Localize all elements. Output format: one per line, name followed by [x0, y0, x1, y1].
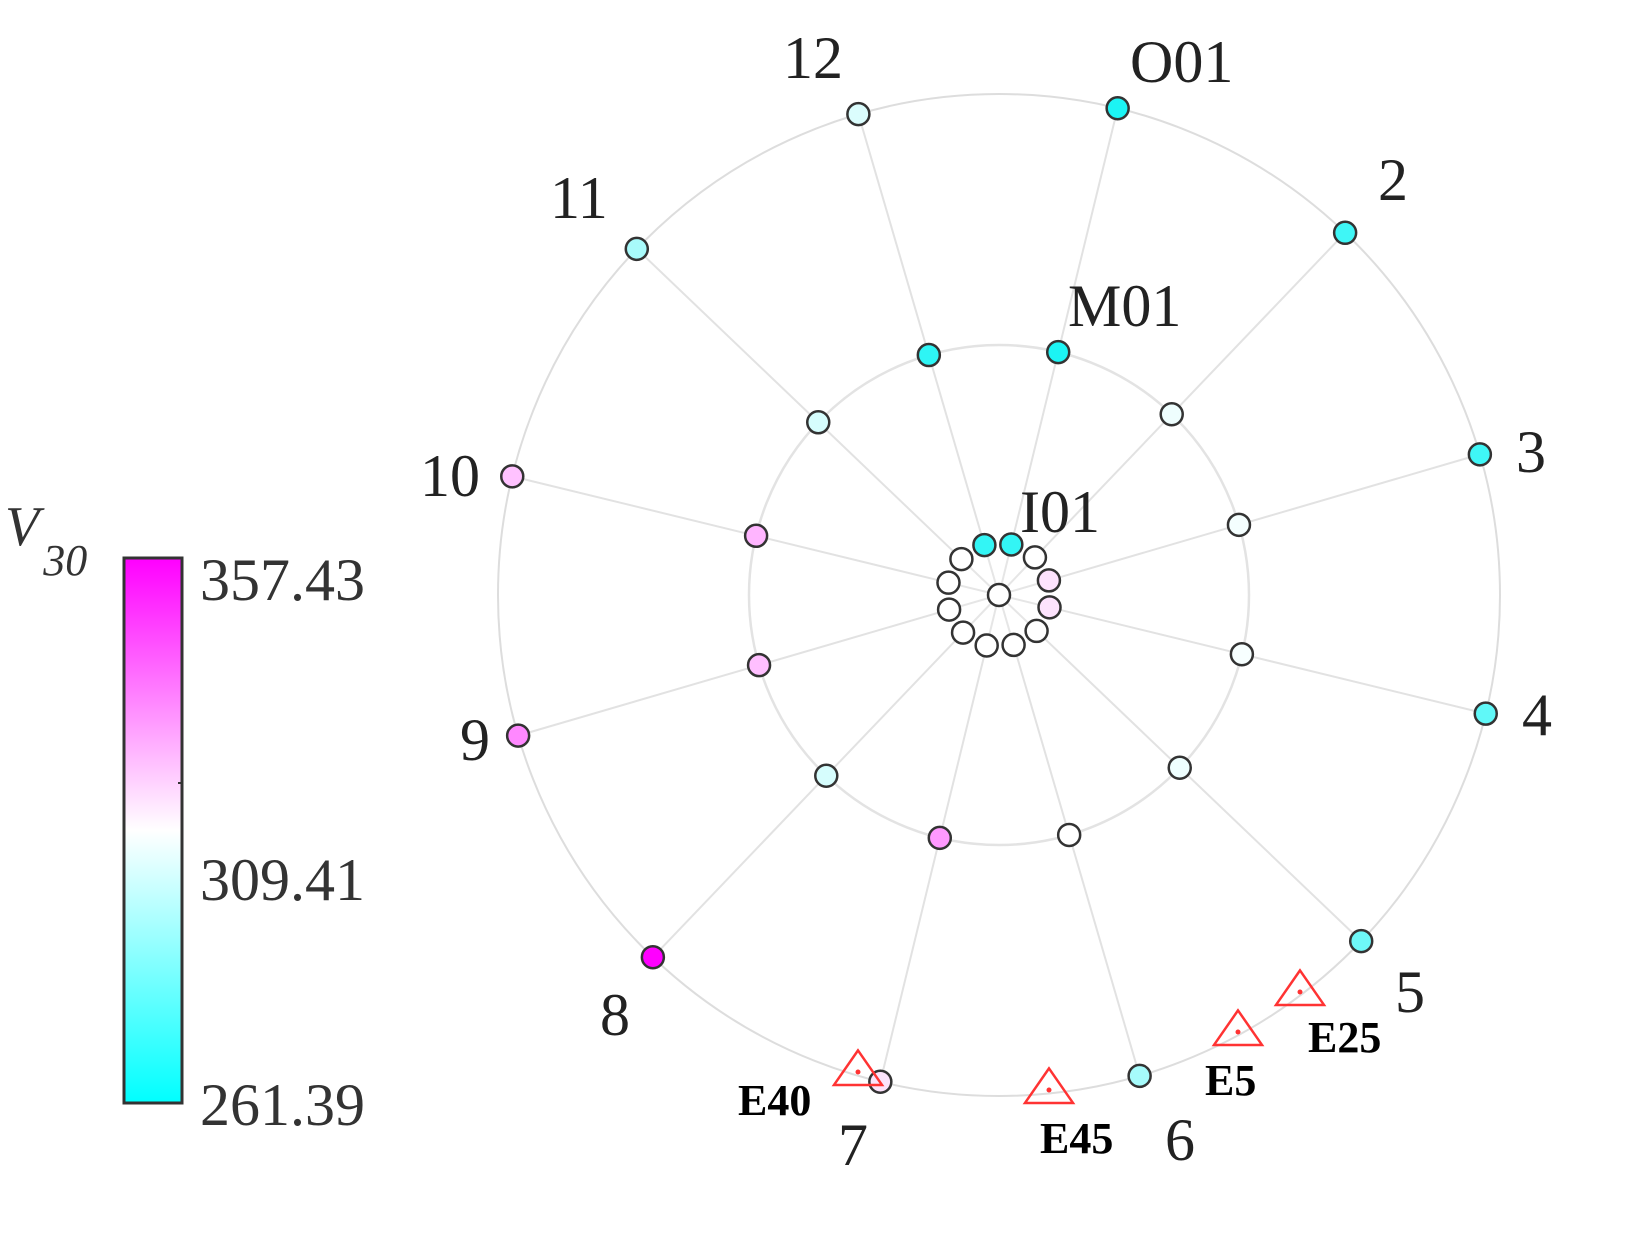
spoke-middle: [927, 354, 986, 546]
nodes-layer: [500, 96, 1498, 1094]
event-marker-icon[interactable]: [1022, 1066, 1076, 1105]
spoke-outer: [879, 837, 941, 1082]
middle-node-m06[interactable]: [1056, 822, 1082, 848]
inner-node-i09[interactable]: [936, 597, 962, 622]
spoke-label-12: 12: [783, 25, 843, 91]
spoke-outer: [857, 113, 930, 356]
inner-node-i03[interactable]: [1036, 568, 1062, 593]
spoke-middle: [938, 645, 988, 839]
spoke-label-4: 4: [1522, 682, 1552, 748]
spoke-outer: [1170, 232, 1346, 415]
spoke-middle: [1034, 413, 1173, 559]
middle-ring: [747, 343, 1251, 847]
spoke-outer: [1179, 766, 1362, 942]
event-label-e25: E25: [1308, 1013, 1381, 1062]
spoke-middle: [1012, 644, 1071, 836]
spoke-middle: [1048, 523, 1240, 582]
outer-node-o04[interactable]: [1473, 701, 1498, 726]
outer-node-o09[interactable]: [505, 723, 531, 748]
spoke-outer: [512, 475, 757, 537]
inner-node-i07[interactable]: [974, 633, 999, 658]
spoke-label-6: 6: [1165, 1107, 1195, 1173]
inner-node-i11[interactable]: [949, 546, 974, 572]
inner-node-i12[interactable]: [972, 532, 997, 558]
spoke-outer: [1238, 453, 1481, 526]
outer-node-o12[interactable]: [846, 101, 871, 127]
inner-ring-label: I01: [1020, 479, 1100, 545]
middle-node-m03[interactable]: [1226, 512, 1252, 538]
spoke-outer: [1057, 108, 1119, 353]
outer-node-o01[interactable]: [1105, 96, 1130, 121]
event-label-e5: E5: [1205, 1056, 1256, 1105]
outer-node-o02[interactable]: [1332, 220, 1358, 246]
spoke-middle: [817, 421, 963, 560]
middle-node-m04[interactable]: [1229, 641, 1255, 667]
event-marker-icon[interactable]: [1273, 968, 1327, 1007]
event-label-e45: E45: [1040, 1114, 1113, 1163]
outer-ring: [497, 93, 1501, 1097]
middle-node-m02[interactable]: [1159, 402, 1184, 427]
colorbar-max-label: 357.43: [200, 547, 365, 613]
outer-node-o06[interactable]: [1127, 1063, 1152, 1089]
middle-node-m01[interactable]: [1045, 339, 1071, 365]
middle-node-m08[interactable]: [814, 763, 839, 788]
inner-node-i01[interactable]: [999, 532, 1024, 557]
spoke-label-3: 3: [1516, 419, 1546, 485]
spoke-label-9: 9: [460, 707, 490, 773]
outer-node-o03[interactable]: [1467, 442, 1493, 467]
event-marker-icon[interactable]: [1211, 1008, 1265, 1047]
spoke-middle: [1049, 606, 1243, 656]
spoke-label-7: 7: [838, 1112, 868, 1178]
event-label-e40: E40: [738, 1076, 811, 1125]
inner-node-i08[interactable]: [950, 620, 976, 645]
colorbar: V30 357.43 309.41 261.39: [5, 496, 365, 1138]
spoke-outer: [1068, 834, 1141, 1077]
inner-node-i04[interactable]: [1037, 595, 1062, 620]
outer-node-o08[interactable]: [640, 944, 666, 970]
spoke-middle: [758, 608, 950, 667]
inner-node-i02[interactable]: [1022, 545, 1048, 570]
spoke-outer: [1241, 653, 1486, 715]
spoke-label-10: 10: [420, 443, 480, 509]
event-marker-dot: [855, 1069, 861, 1075]
center-node[interactable]: [986, 582, 1012, 608]
middle-node-m07[interactable]: [927, 825, 953, 851]
spoke-middle: [755, 534, 949, 584]
middle-node-m05[interactable]: [1167, 755, 1192, 780]
colorbar-label: V30: [5, 496, 87, 585]
spoke-label-11: 11: [550, 165, 608, 231]
middle-node-m10[interactable]: [743, 523, 769, 549]
colorbar-min-label: 261.39: [200, 1072, 365, 1138]
middle-ring-label: M01: [1068, 273, 1181, 339]
spoke-middle: [1035, 630, 1181, 769]
outer-node-o05[interactable]: [1348, 928, 1374, 954]
colorbar-mid-label: 309.41: [200, 847, 365, 913]
spoke-outer: [517, 664, 760, 737]
middle-node-m11[interactable]: [806, 410, 831, 435]
spoke-middle: [1010, 351, 1060, 545]
colorbar-gradient: [122, 556, 184, 1105]
spoke-label-8: 8: [600, 982, 630, 1048]
spoke-outer: [636, 248, 819, 424]
spoke-middle: [825, 631, 964, 777]
spoke-label-2: 2: [1378, 147, 1408, 213]
event-marker-icon[interactable]: [831, 1048, 885, 1087]
event-marker-dot: [1297, 989, 1303, 995]
spoke-label-o01: O01: [1130, 29, 1233, 95]
event-marker-dot: [1235, 1029, 1241, 1035]
outer-node-o11[interactable]: [624, 236, 650, 262]
outer-node-o10[interactable]: [500, 464, 525, 489]
event-marker-dot: [1046, 1087, 1052, 1093]
inner-node-i10[interactable]: [936, 570, 961, 595]
inner-node-i06[interactable]: [1001, 632, 1026, 658]
spoke-label-5: 5: [1395, 959, 1425, 1025]
middle-node-m09[interactable]: [746, 652, 772, 678]
inner-node-i05[interactable]: [1024, 618, 1049, 644]
spoke-outer: [652, 775, 828, 958]
middle-node-m12[interactable]: [916, 342, 942, 368]
